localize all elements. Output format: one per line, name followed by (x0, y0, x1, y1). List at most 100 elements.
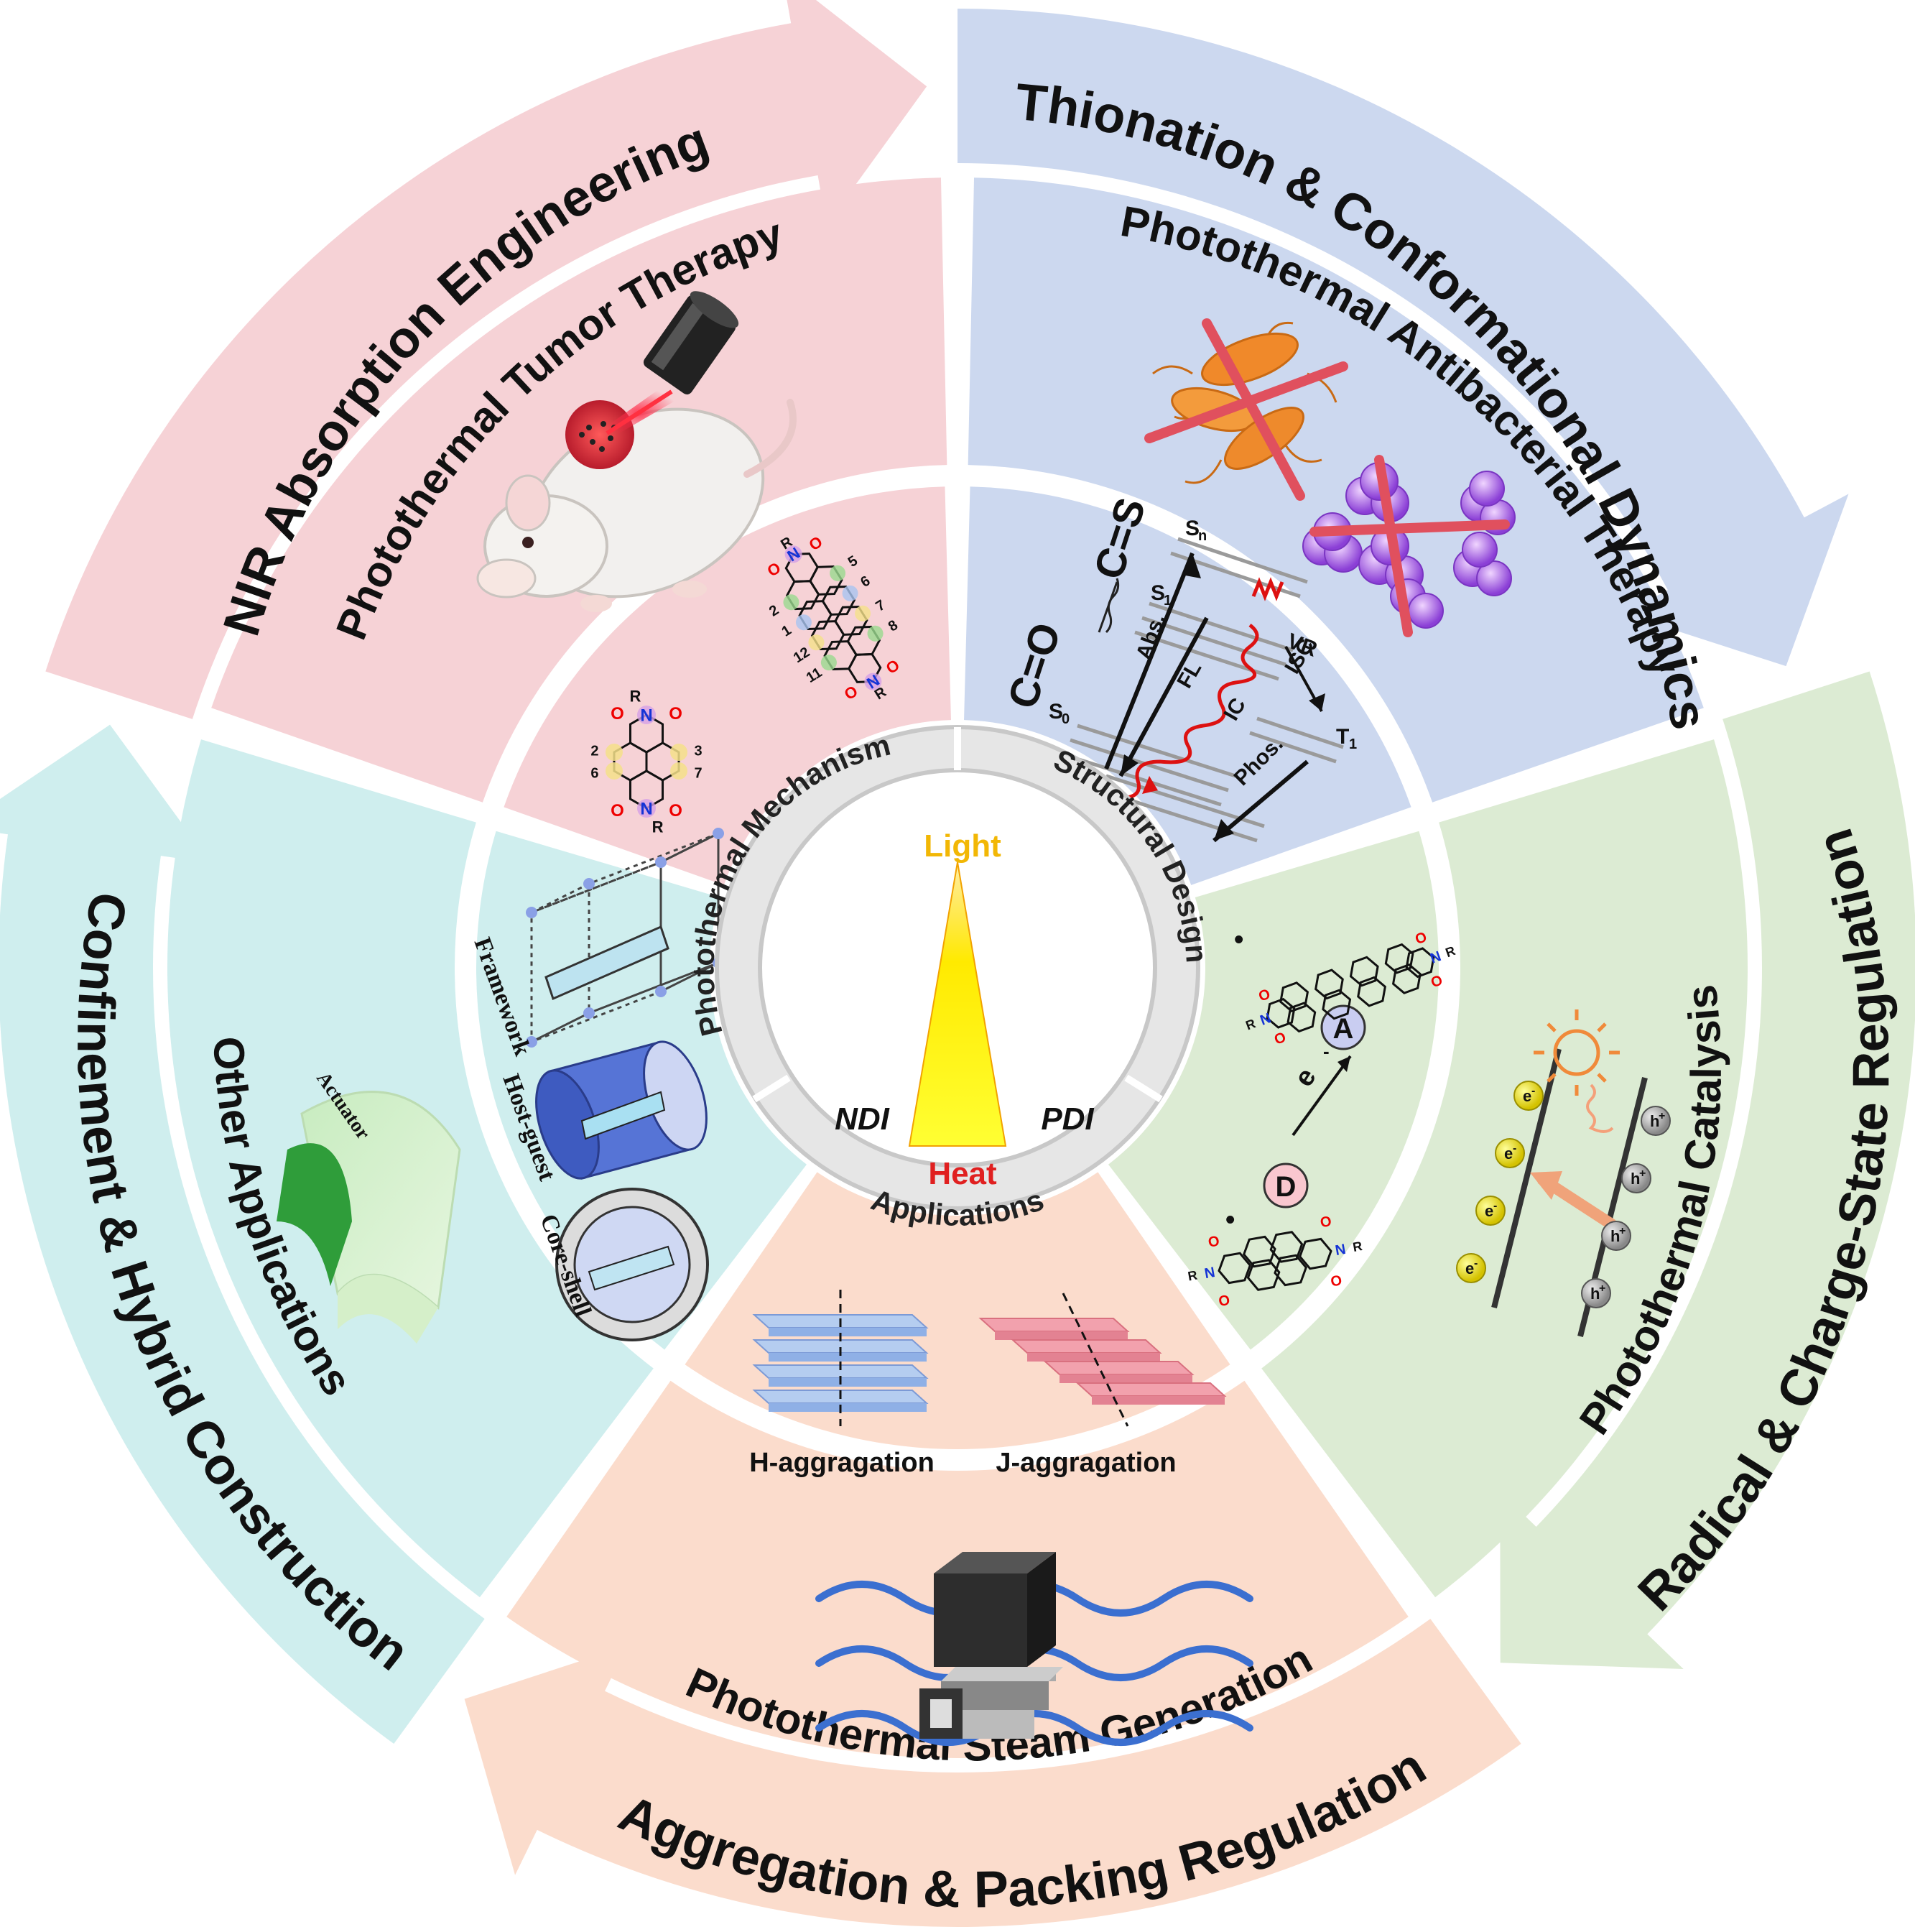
j-aggregation-label: J-aggragation (996, 1448, 1176, 1478)
ring-bond (629, 713, 664, 754)
ring-bond (1322, 989, 1352, 1020)
svg-text:-: - (1323, 1040, 1330, 1062)
atom-label: N (1334, 1242, 1347, 1259)
sun-icon (1534, 1009, 1620, 1133)
light-label: Light (924, 828, 1001, 864)
hole-sup: + (1659, 1110, 1665, 1122)
outer-arrow-aggregation (464, 1619, 1521, 1927)
ring-bond (1266, 997, 1296, 1029)
outer-arrow-thionation (958, 9, 1849, 667)
hole-sup: + (1639, 1168, 1646, 1180)
hole-label: h (1650, 1112, 1659, 1130)
ring-bond (784, 553, 819, 583)
substitution-site (830, 565, 846, 581)
atom-label: O (669, 704, 682, 724)
hole-label: h (1610, 1227, 1620, 1245)
hole-icon (1581, 1278, 1611, 1308)
substitution-site (670, 744, 688, 761)
ring-bond (1298, 1237, 1332, 1270)
core-shell-icon (555, 1188, 709, 1341)
electron-label: e (1504, 1145, 1513, 1163)
electron-sup: - (1493, 1200, 1497, 1212)
h-layer-edge (769, 1328, 927, 1336)
electron-sup: - (1474, 1257, 1478, 1270)
ring-bond (1349, 956, 1379, 987)
charge-transfer-illustration: e - D A • • e-e-e-e-h+h+h+h+ (1225, 925, 1671, 1337)
electron-icon (1495, 1138, 1525, 1168)
j-layer-edge (1092, 1396, 1225, 1405)
h-layer-edge (769, 1403, 927, 1412)
j-layer (1011, 1339, 1162, 1354)
electron-icon (1513, 1081, 1544, 1111)
mouse-laser-illustration (476, 291, 797, 612)
application-sector-thionation (968, 177, 1704, 803)
electron-label: e (1465, 1260, 1474, 1277)
imide-site (784, 545, 802, 563)
svg-text:n: n (1198, 528, 1207, 544)
hole-icon (1601, 1221, 1631, 1251)
atom-label: O (611, 801, 624, 821)
light-beam (908, 861, 1007, 1147)
hole-sup: + (1599, 1282, 1605, 1295)
imide-site (864, 672, 882, 690)
substitution-site (842, 585, 858, 601)
svg-text:S: S (1185, 517, 1200, 540)
atom-label: O (1218, 1293, 1231, 1310)
heat-label: Heat (928, 1156, 997, 1191)
hole-label: h (1590, 1285, 1600, 1303)
donor-label: D (1276, 1171, 1297, 1203)
j-layer-edge (1027, 1353, 1160, 1362)
ring-bond (1218, 1252, 1252, 1285)
imide-site (637, 706, 656, 724)
center-hub: Photothermal Mechanism Structural Design… (686, 725, 1214, 1232)
ndi-label: NDI (835, 1101, 890, 1137)
imide-site (637, 799, 656, 818)
atom-label: 7 (694, 766, 702, 782)
atom-label: N (1203, 1265, 1216, 1282)
tumor-icon (565, 400, 634, 469)
atom-label: R (1444, 943, 1457, 960)
j-layer-edge (1059, 1374, 1192, 1383)
hole-icon (1621, 1163, 1651, 1193)
atom-label: 6 (590, 766, 598, 782)
electron-icon (1475, 1196, 1506, 1226)
substitution-site (670, 762, 688, 780)
substitution-site (783, 594, 799, 611)
h-layer-edge (769, 1353, 927, 1362)
atom-label: N (1428, 948, 1443, 967)
ring-bond (1246, 1259, 1281, 1291)
electron-label: e (1523, 1087, 1531, 1105)
camera-icon (934, 1573, 1027, 1667)
hole-icon (1641, 1106, 1671, 1136)
svg-text:0: 0 (1062, 711, 1070, 727)
donor-icon (1263, 1163, 1309, 1208)
h-aggregation-label: H-aggragation (749, 1448, 935, 1478)
svg-text:•: • (1225, 1205, 1235, 1235)
atom-label: 2 (590, 743, 598, 759)
substitution-site (605, 762, 623, 780)
ring-bond (1243, 1235, 1276, 1268)
substitution-site (808, 634, 825, 651)
svg-text:•: • (1234, 925, 1243, 955)
ring-bond (1314, 969, 1344, 1000)
ring-bond (1286, 1002, 1317, 1033)
substitution-site (867, 625, 884, 642)
atom-label: O (1330, 1272, 1343, 1290)
atom-label: O (1256, 986, 1272, 1005)
framework-cube-icon (530, 831, 720, 1044)
inner-sector-thionation (964, 486, 1411, 885)
hole-sup: + (1619, 1225, 1626, 1237)
bacteria-illustration (1144, 318, 1516, 637)
pdi-label: PDI (1041, 1101, 1094, 1137)
svg-text:1: 1 (1349, 736, 1357, 752)
atom-label: N (1258, 1010, 1273, 1029)
ring-bond (1391, 963, 1422, 994)
outer-arrow-nir (45, 0, 927, 719)
application-sector-radical (1261, 739, 1748, 1598)
ring-bond (1269, 1231, 1304, 1263)
electron-label: e (1485, 1202, 1493, 1220)
electron-icon (1456, 1253, 1486, 1283)
